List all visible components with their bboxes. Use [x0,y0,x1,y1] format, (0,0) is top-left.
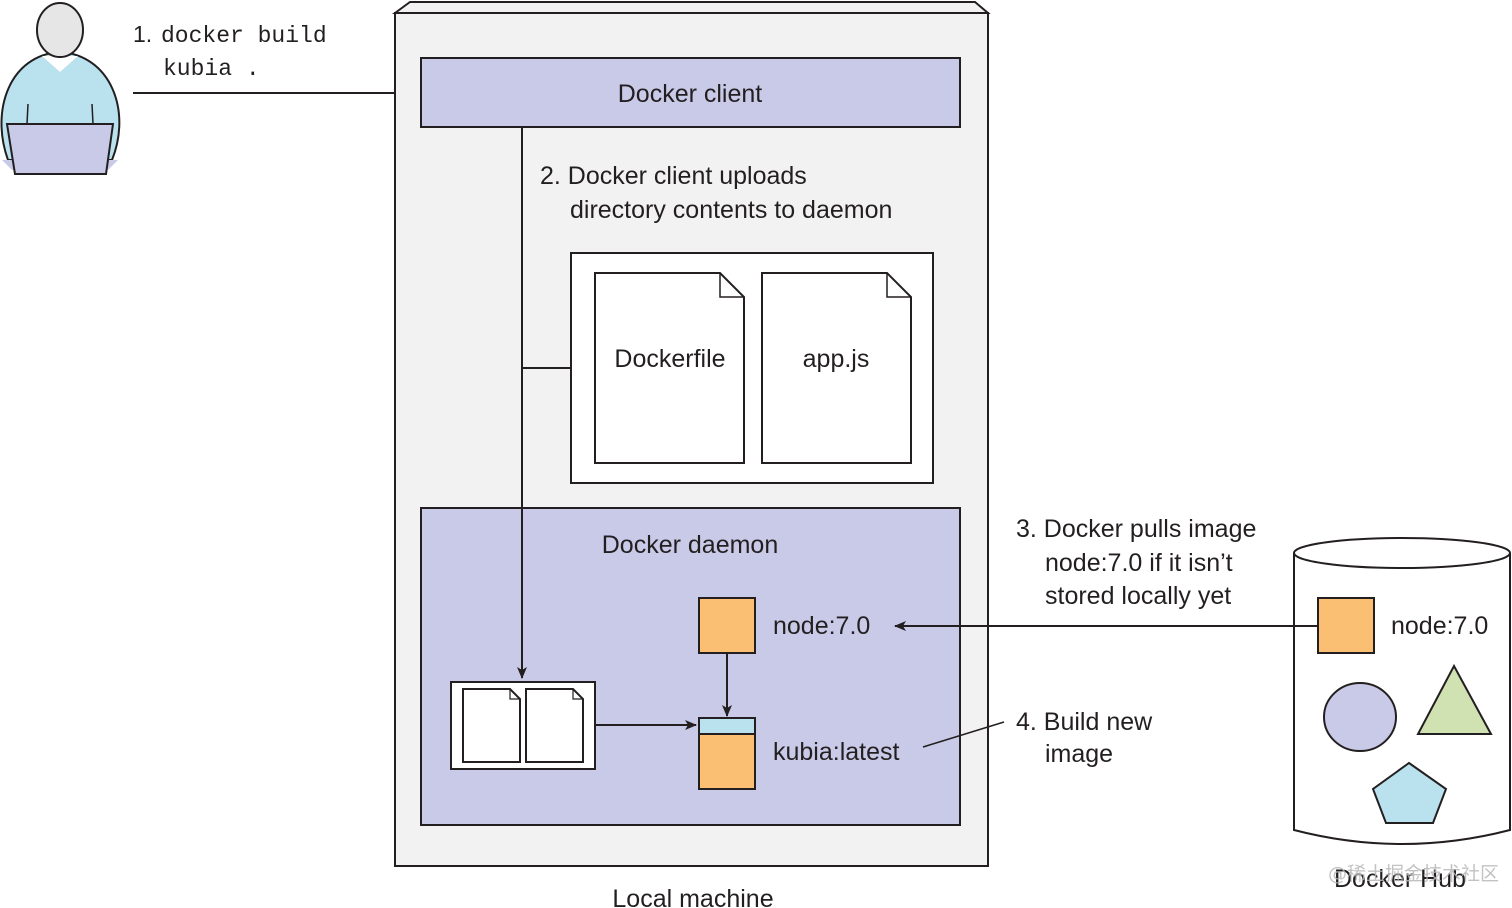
user-figure [0,2,121,175]
new-image-icon[interactable] [698,717,756,790]
step4-line2: image [1045,740,1113,768]
step3-line3: stored locally yet [1045,582,1231,610]
hub-triangle-image-icon[interactable] [1416,663,1493,735]
docker-client-box[interactable] [420,57,961,128]
user-collar [42,56,78,72]
step2-line2: directory contents to daemon [570,196,892,224]
step3-line1: 3. Docker pulls image [1016,515,1256,543]
step3-line2: node:7.0 if it isn’t [1045,549,1233,577]
step1-command-line2: kubia . [163,56,260,82]
docker-hub-label: Docker Hub [1334,865,1466,893]
uploaded-file-icon-1 [462,688,521,763]
local-machine-label: Local machine [612,885,773,908]
hub-node-image-icon[interactable] [1317,597,1375,654]
new-image-label: kubia:latest [773,738,900,766]
docker-daemon-box[interactable] [420,507,961,826]
hub-circle-image-icon[interactable] [1323,682,1397,752]
watermark-text: @稀土掘金技术社区 [1328,863,1499,885]
appjs-label: app.js [803,345,870,373]
uploaded-file-icon-2 [525,688,584,763]
docker-client-label: Docker client [618,80,763,108]
dockerfile-label: Dockerfile [614,345,725,373]
hub-node-image-label: node:7.0 [1391,612,1488,640]
step2-line1: 2. Docker client uploads [540,162,807,190]
appjs-file-icon[interactable] [761,272,912,464]
user-arm-left [26,103,29,125]
user-arm-right [91,103,94,125]
base-image-label: node:7.0 [773,612,870,640]
step4-leader-line [922,721,1005,748]
hub-pentagon-image-icon[interactable] [1371,761,1448,824]
user-head-icon [36,2,84,58]
step1-number: 1. [133,21,152,47]
dockerfile-file-icon[interactable] [594,272,745,464]
step4-line1: 4. Build new [1016,708,1153,736]
step1-command-line1: docker build [161,23,327,49]
docker-daemon-label: Docker daemon [602,531,778,559]
laptop-icon [5,123,115,175]
base-image-icon[interactable] [698,597,756,654]
